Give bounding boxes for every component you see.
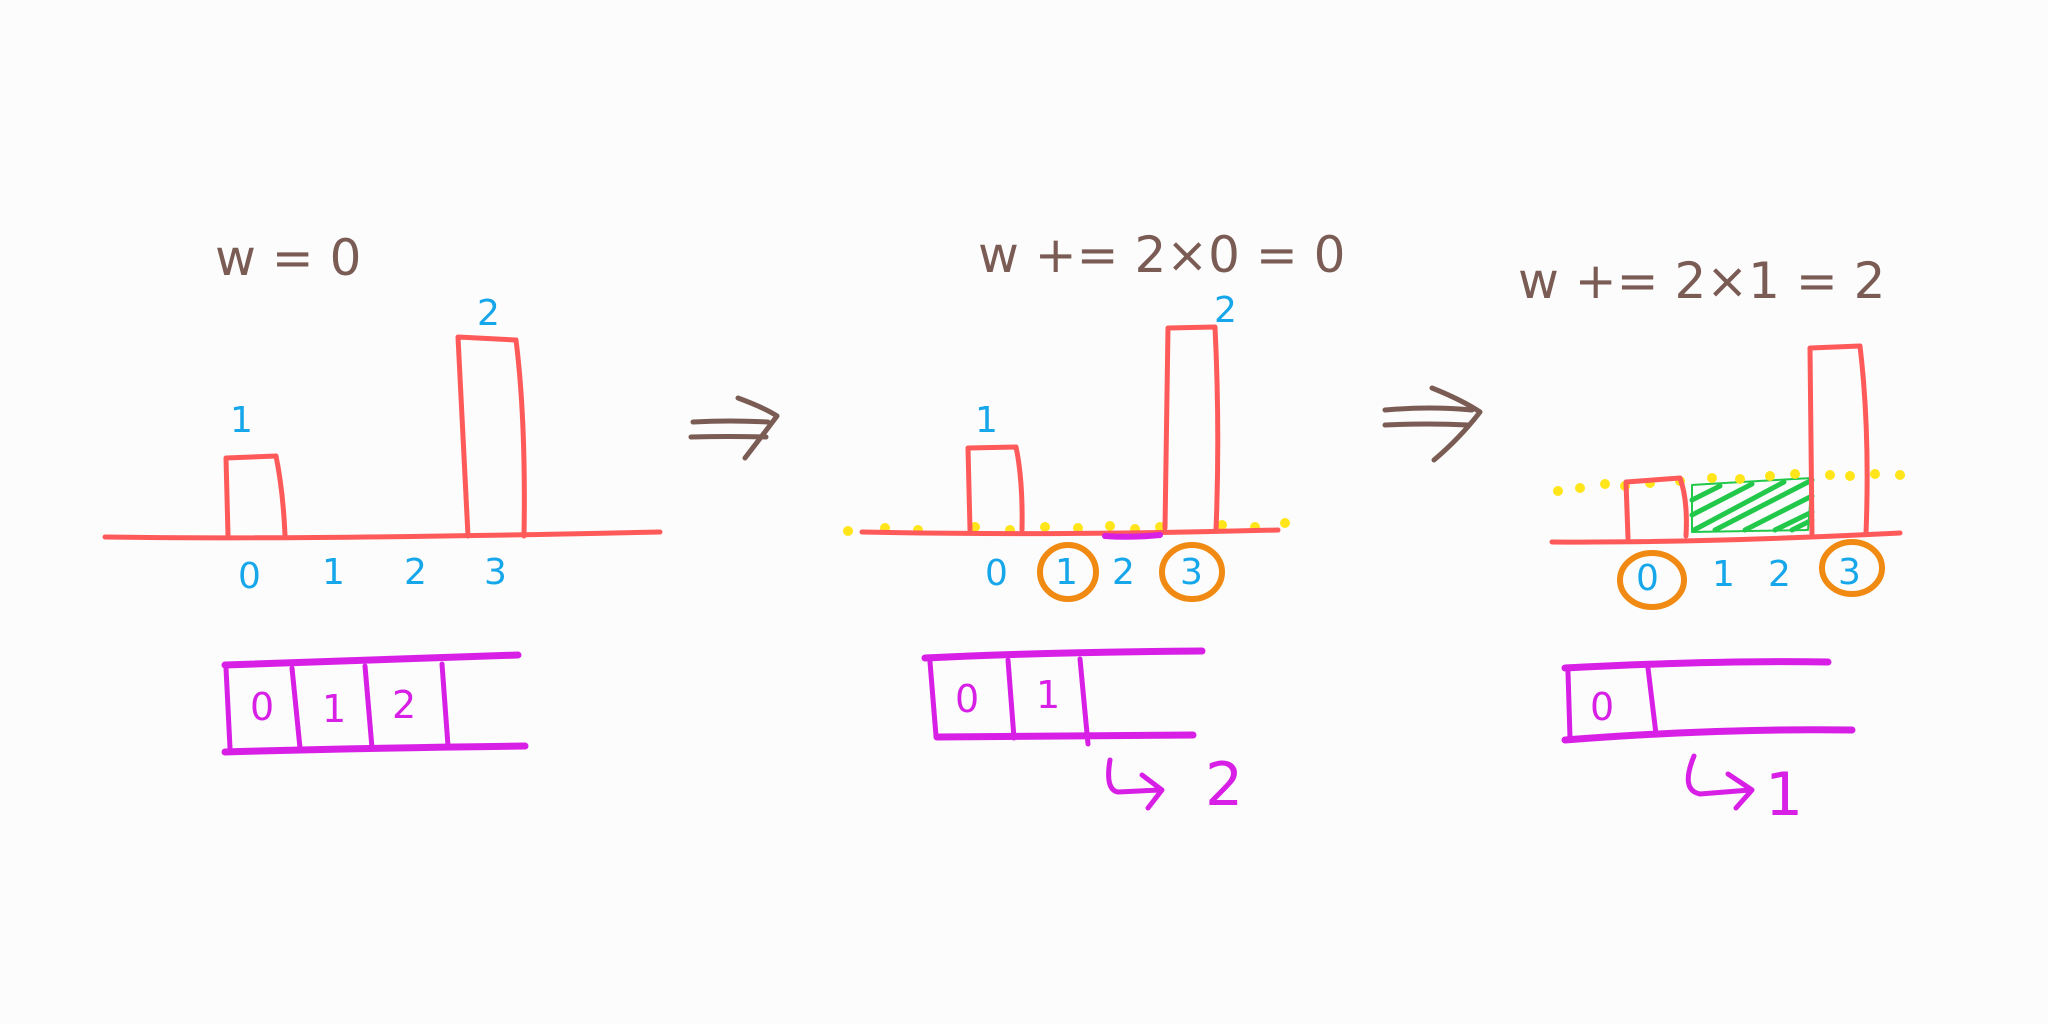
panel-1-equation: w = 0 <box>215 229 361 287</box>
panel-1-bar-height-2 <box>455 334 527 539</box>
panel-1-stack-divider <box>362 663 375 751</box>
panel-1-baseline <box>102 529 663 541</box>
panel-1-stack-divider <box>289 665 303 751</box>
panel-1: w = 0 1 2 0 1 2 3 0 1 2 <box>102 229 663 756</box>
panel-2-stack-wall <box>927 659 939 739</box>
panel-3-baseline <box>1549 530 1903 545</box>
panel-3-bar-height-1 <box>1623 475 1689 541</box>
panel-1-bar-height-1 <box>223 453 288 538</box>
panel-3-index-3: 3 <box>1838 552 1861 593</box>
panel-1-stack-wall <box>223 665 233 751</box>
panel-2-pop-arrow-icon <box>1106 757 1165 811</box>
panel-1-stack-item-1: 1 <box>322 687 346 731</box>
panel-1-index-2: 2 <box>404 552 427 593</box>
panel-3-highlight-index-0 <box>1617 550 1687 610</box>
panel-2-popped-marker <box>1102 532 1163 540</box>
transition-arrow-2-icon <box>1382 385 1483 463</box>
panel-1-index-0: 0 <box>238 556 261 597</box>
panel-3-stack-item-0: 0 <box>1590 685 1614 729</box>
panel-2-bar-height-2 <box>1162 324 1221 533</box>
panel-2-index-3: 3 <box>1180 552 1203 593</box>
panel-3-equation: w += 2×1 = 2 <box>1518 252 1885 310</box>
panel-2-height-label-1: 1 <box>975 400 998 441</box>
panel-1-stack-bottom-edge <box>221 742 529 756</box>
panel-3-pop-arrow-icon <box>1685 753 1755 811</box>
panel-2-stack: 0 1 <box>921 647 1206 747</box>
panel-3-stack-bottom-edge <box>1561 726 1856 744</box>
panel-2-equation: w += 2×0 = 0 <box>978 226 1345 284</box>
panel-2-highlight-index-3 <box>1159 542 1225 602</box>
panel-2-highlight-index-1 <box>1037 542 1099 602</box>
panel-2-stack-top-edge <box>921 647 1206 662</box>
panel-3-popped-index: 1 <box>1765 760 1803 830</box>
panel-1-index-3: 3 <box>484 552 507 593</box>
panel-3-stack-wall <box>1565 669 1573 741</box>
panel-3-water-level <box>1553 469 1905 496</box>
panel-2-stack-item-1: 1 <box>1036 673 1060 717</box>
panel-3-index-2: 2 <box>1768 554 1791 595</box>
panel-2-stack-divider <box>1005 657 1017 741</box>
panel-2-stack-divider <box>1077 656 1091 747</box>
panel-3-index-1: 1 <box>1712 554 1735 595</box>
panel-3-stack-top-edge <box>1561 658 1832 672</box>
panel-3-index-0: 0 <box>1636 558 1659 599</box>
panel-1-stack-divider <box>439 661 451 749</box>
panel-3-highlight-index-3 <box>1819 539 1885 597</box>
panel-3-stack-divider <box>1645 665 1659 737</box>
panel-3-bar-height-2 <box>1807 343 1870 538</box>
panel-1-stack: 0 1 2 <box>221 651 529 756</box>
panel-2-height-label-2: 2 <box>1214 290 1237 331</box>
panel-1-height-label-1: 1 <box>230 400 253 441</box>
transition-arrow-1-icon <box>688 395 780 461</box>
panel-1-stack-item-2: 2 <box>392 683 416 727</box>
panel-1-stack-top-edge <box>221 651 522 669</box>
panel-2-stack-bottom-edge <box>933 731 1197 741</box>
panel-2-popped-index: 2 <box>1205 750 1243 820</box>
panel-2-stack-item-0: 0 <box>955 677 979 721</box>
panel-3: w += 2×1 = 2 0 1 2 3 <box>1518 252 1905 830</box>
panel-1-index-1: 1 <box>322 552 345 593</box>
panel-2-index-0: 0 <box>985 553 1008 594</box>
panel-2-index-1: 1 <box>1055 552 1078 593</box>
panel-2-index-2: 2 <box>1112 552 1135 593</box>
panel-2: w += 2×0 = 0 1 2 0 1 2 3 0 1 <box>843 226 1345 820</box>
panel-1-height-label-2: 2 <box>477 293 500 334</box>
panel-2-bar-height-1 <box>965 444 1025 533</box>
panel-1-stack-item-0: 0 <box>250 685 274 729</box>
panel-3-stack: 0 <box>1561 658 1856 744</box>
